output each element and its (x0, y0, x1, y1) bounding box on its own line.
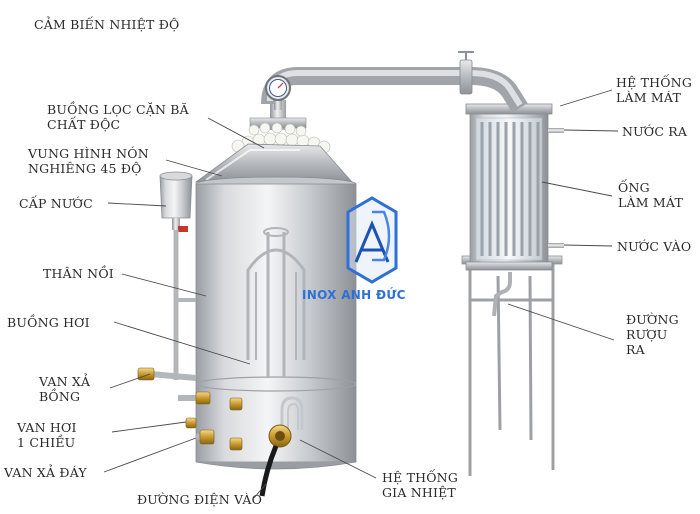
label-foam-valve: VAN XẢ BỒNG (39, 374, 91, 404)
label-drain-valve: VAN XẢ ĐÁY (4, 465, 87, 480)
label-filter-chamber: BUỒNG LỌC CẶN BÃ CHẤT ĐỘC (47, 102, 189, 132)
alcohol-outlet-pipe (492, 272, 512, 317)
label-steam-chamber: BUỒNG HƠI (7, 315, 90, 330)
label-power-input: ĐƯỜNG ĐIỆN VÀO (137, 492, 263, 507)
label-cooling-tube: ỐNG LÀM MÁT (618, 180, 683, 210)
pot-body (195, 176, 357, 470)
cooling-stand (464, 260, 560, 476)
label-cone-lid: VUNG HÌNH NÓN NGHIÊNG 45 ĐỘ (28, 146, 149, 176)
label-pot-body: THÂN NỒI (43, 266, 114, 281)
inox-anh-duc-logo-mark (346, 196, 398, 284)
label-alcohol-line: ĐƯỜNG RƯỢU RA (626, 312, 679, 357)
valves (137, 367, 243, 451)
heating-element (280, 396, 304, 430)
label-one-way-valve: VAN HƠI 1 CHIỀU (17, 420, 77, 450)
temperature-gauge (265, 75, 291, 110)
steam-chamber (246, 227, 306, 378)
cooling-column (465, 103, 564, 271)
label-cooling-system: HỆ THỐNG LÀM MÁT (616, 75, 693, 105)
label-heating-system: HỆ THỐNG GIA NHIỆT (382, 470, 459, 500)
label-water-in: NƯỚC VÀO (617, 239, 692, 254)
power-cable (259, 445, 279, 497)
water-supply-funnel (159, 171, 196, 380)
label-water-supply: CẤP NƯỚC (19, 196, 93, 211)
leader-lines (103, 89, 619, 499)
label-temperature-sensor: CẢM BIẾN NHIỆT ĐỘ (34, 17, 180, 32)
logo-text: INOX ANH ĐỨC (302, 288, 406, 302)
label-water-out: NƯỚC RA (622, 124, 688, 139)
